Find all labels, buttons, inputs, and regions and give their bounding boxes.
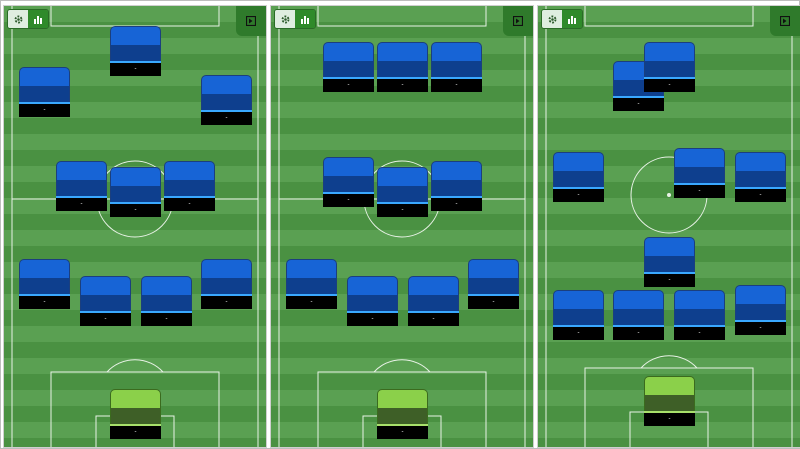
expand-panel-button[interactable] bbox=[770, 6, 800, 36]
player-card[interactable]: - bbox=[735, 152, 786, 202]
player-card[interactable]: - bbox=[377, 167, 428, 217]
settings-button[interactable] bbox=[275, 10, 295, 28]
gear-icon bbox=[14, 15, 22, 23]
bar-chart-icon bbox=[568, 16, 576, 24]
formation-panel-3: - - - - - - - - - - - bbox=[537, 5, 800, 448]
player-card[interactable]: - bbox=[141, 276, 192, 326]
expand-panel-icon bbox=[780, 16, 790, 26]
gear-icon bbox=[281, 15, 289, 23]
player-card[interactable]: - bbox=[323, 157, 374, 207]
player-card[interactable]: - bbox=[110, 26, 161, 76]
player-card[interactable]: - bbox=[56, 161, 107, 211]
player-card[interactable]: - bbox=[377, 42, 428, 92]
player-card[interactable]: - bbox=[613, 290, 664, 340]
player-card[interactable]: - bbox=[735, 285, 786, 335]
formation-panel-1: - - - - - - - - - - - bbox=[3, 5, 267, 448]
player-card[interactable]: - bbox=[553, 290, 604, 340]
player-card[interactable]: - bbox=[468, 259, 519, 309]
goalkeeper-card[interactable]: - bbox=[110, 389, 161, 439]
player-card[interactable]: - bbox=[201, 259, 252, 309]
stats-button[interactable] bbox=[295, 10, 315, 28]
goalkeeper-card[interactable]: - bbox=[377, 389, 428, 439]
stats-button[interactable] bbox=[562, 10, 582, 28]
player-card[interactable]: - bbox=[323, 42, 374, 92]
player-card[interactable]: - bbox=[674, 148, 725, 198]
player-card[interactable]: - bbox=[644, 42, 695, 92]
player-card[interactable]: - bbox=[408, 276, 459, 326]
player-card[interactable]: - bbox=[110, 167, 161, 217]
pitch-markings bbox=[545, 6, 793, 447]
gear-icon bbox=[548, 15, 556, 23]
player-card[interactable]: - bbox=[431, 161, 482, 211]
player-card[interactable]: - bbox=[19, 67, 70, 117]
player-card[interactable]: - bbox=[644, 237, 695, 287]
player-card[interactable]: - bbox=[286, 259, 337, 309]
view-toggle bbox=[274, 9, 316, 29]
expand-panel-button[interactable] bbox=[503, 6, 533, 36]
goalkeeper-card[interactable]: - bbox=[644, 376, 695, 426]
player-card[interactable]: - bbox=[347, 276, 398, 326]
player-card[interactable]: - bbox=[80, 276, 131, 326]
view-toggle bbox=[541, 9, 583, 29]
settings-button[interactable] bbox=[8, 10, 28, 28]
player-card[interactable]: - bbox=[674, 290, 725, 340]
settings-button[interactable] bbox=[542, 10, 562, 28]
player-card[interactable]: - bbox=[164, 161, 215, 211]
expand-panel-icon bbox=[246, 16, 256, 26]
view-toggle bbox=[7, 9, 49, 29]
bar-chart-icon bbox=[34, 16, 42, 24]
stats-button[interactable] bbox=[28, 10, 48, 28]
formation-panel-2: - - - - - - - - - - - bbox=[270, 5, 534, 448]
player-card[interactable]: - bbox=[431, 42, 482, 92]
player-card[interactable]: - bbox=[553, 152, 604, 202]
expand-panel-button[interactable] bbox=[236, 6, 266, 36]
player-card[interactable]: - bbox=[201, 75, 252, 125]
expand-panel-icon bbox=[513, 16, 523, 26]
player-card[interactable]: - bbox=[19, 259, 70, 309]
bar-chart-icon bbox=[301, 16, 309, 24]
